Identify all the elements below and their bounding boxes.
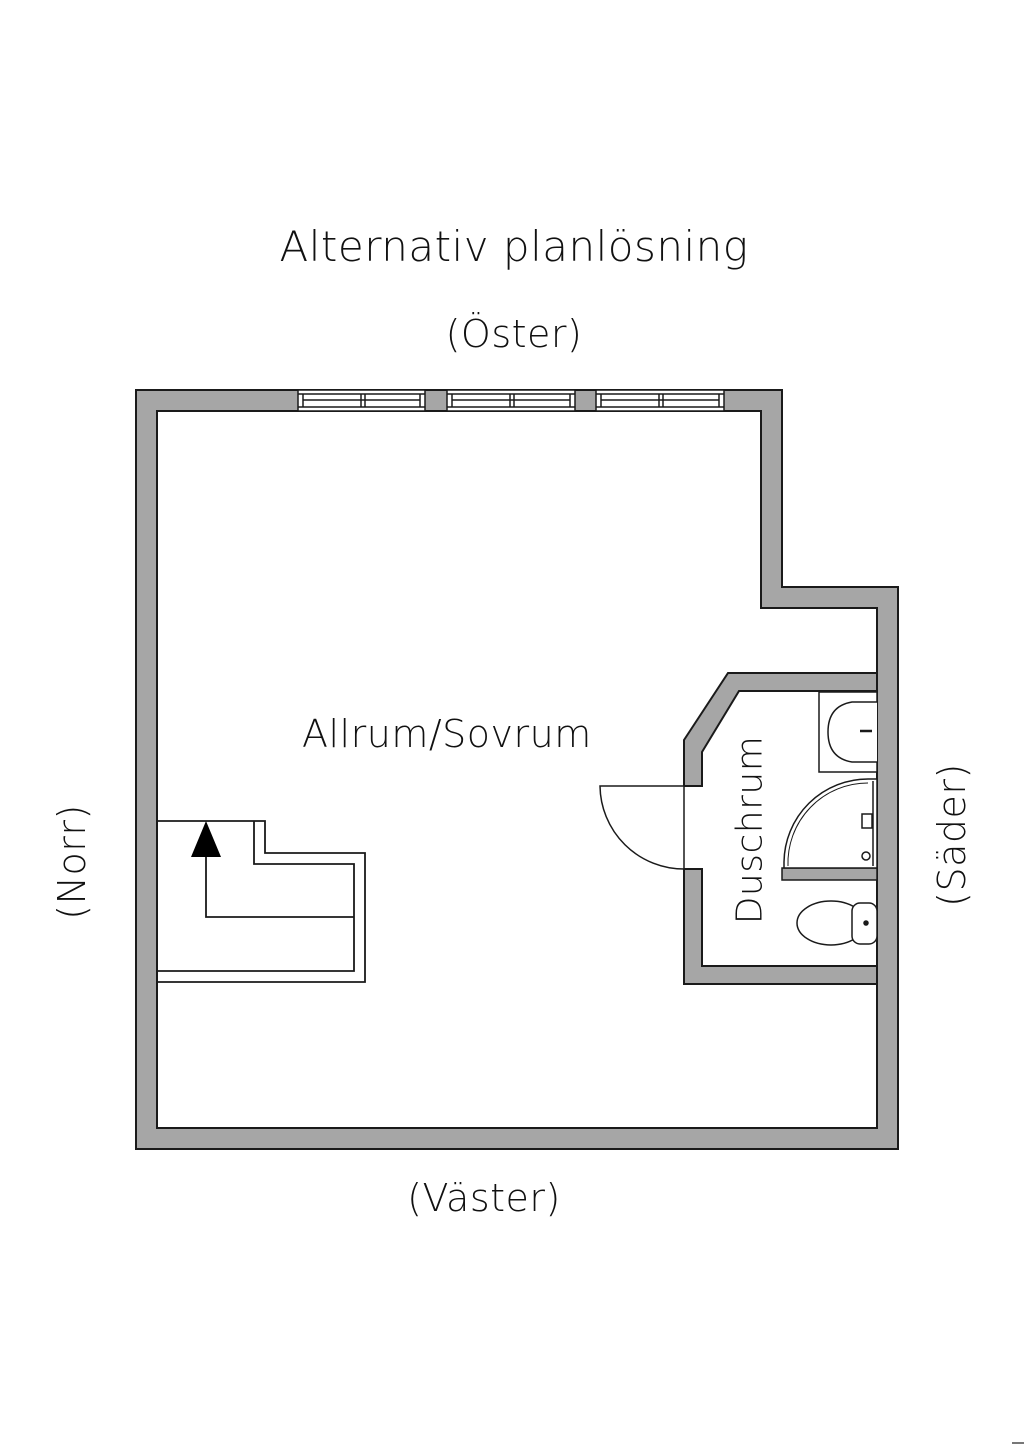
bathroom-wall-lower	[683, 868, 878, 985]
door-swing	[599, 785, 685, 870]
shower-icon	[783, 778, 878, 869]
washbasin-icon	[818, 691, 878, 773]
toilet-icon	[796, 900, 878, 946]
stairs-up-arrow-icon	[191, 821, 221, 857]
bathroom-wall	[683, 672, 878, 787]
plan-title: Alternativ planlösning	[279, 222, 749, 271]
compass-label-west: (Väster)	[407, 1176, 561, 1220]
room-label-bathroom: Duschrum	[729, 735, 771, 925]
window-1	[297, 389, 426, 412]
window-2	[446, 389, 576, 412]
page-edge-mark	[1012, 1442, 1024, 1444]
shower-partition	[781, 867, 878, 881]
stairs	[157, 820, 366, 983]
compass-label-east: (Öster)	[445, 312, 583, 356]
window-3	[595, 389, 725, 412]
room-label-living: Allrum/Sovrum	[302, 712, 592, 756]
outer-wall	[135, 389, 899, 1150]
